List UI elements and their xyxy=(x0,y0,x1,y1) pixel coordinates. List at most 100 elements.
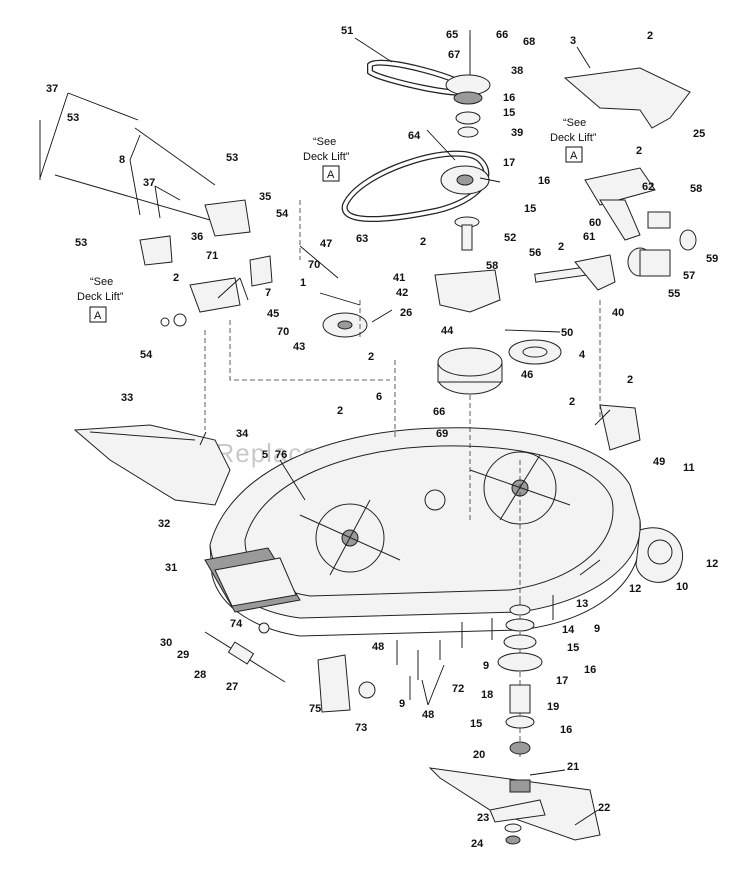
deck-bolts xyxy=(396,559,601,680)
idler-pulleys xyxy=(322,312,562,395)
svg-text:Deck Lift”: Deck Lift” xyxy=(550,132,597,144)
svg-text:Deck Lift”: Deck Lift” xyxy=(77,291,124,303)
callout-45: 45 xyxy=(267,308,279,320)
lower-spindle-stack xyxy=(497,604,543,755)
callout-leader-lines xyxy=(39,30,611,826)
callout-2: 2 xyxy=(420,236,426,248)
svg-text:“See: “See xyxy=(313,136,336,148)
callout-2: 2 xyxy=(627,374,633,386)
callout-53: 53 xyxy=(67,112,79,124)
callout-29: 29 xyxy=(177,649,189,661)
callout-8: 8 xyxy=(119,154,125,166)
callout-70: 70 xyxy=(308,259,320,271)
callout-63: 63 xyxy=(356,233,368,245)
mower-blade xyxy=(428,767,601,845)
callout-16: 16 xyxy=(503,92,515,104)
callout-15: 15 xyxy=(524,203,536,215)
callout-32: 32 xyxy=(158,518,170,530)
callout-18: 18 xyxy=(481,689,493,701)
callout-2: 2 xyxy=(647,30,653,42)
deck-adjustment-rod xyxy=(204,622,376,713)
belt-guard-3 xyxy=(563,67,691,129)
callout-11: 11 xyxy=(683,462,695,474)
callout-5: 5 xyxy=(262,449,268,461)
callout-17: 17 xyxy=(556,675,568,687)
callout-31: 31 xyxy=(165,562,177,574)
svg-text:“See: “See xyxy=(90,276,113,288)
callout-35: 35 xyxy=(259,191,271,203)
callout-14: 14 xyxy=(562,624,575,636)
callout-15: 15 xyxy=(470,718,482,730)
callout-53: 53 xyxy=(75,237,87,249)
callout-68: 68 xyxy=(523,36,535,48)
see-deck-lift-note-1: “See Deck Lift” A xyxy=(303,136,350,182)
callout-47: 47 xyxy=(320,238,332,250)
callout-48: 48 xyxy=(372,641,384,653)
svg-text:A: A xyxy=(94,310,102,322)
callout-61: 61 xyxy=(583,231,595,243)
svg-text:Deck Lift”: Deck Lift” xyxy=(303,151,350,163)
callout-54: 54 xyxy=(276,208,289,220)
callout-20: 20 xyxy=(473,749,485,761)
callout-64: 64 xyxy=(408,130,421,142)
callout-7: 7 xyxy=(265,287,271,299)
callout-70: 70 xyxy=(277,326,289,338)
callout-67: 67 xyxy=(448,49,460,61)
callout-37: 37 xyxy=(143,177,155,189)
callout-27: 27 xyxy=(226,681,238,693)
upper-pulley-stack xyxy=(440,35,491,251)
callout-66: 66 xyxy=(496,29,508,41)
part-callouts: 65 66 51 67 68 3 2 38 37 16 15 53 64 39 … xyxy=(46,25,718,850)
callout-2: 2 xyxy=(368,351,374,363)
callout-3: 3 xyxy=(570,35,576,47)
callout-65: 65 xyxy=(446,29,458,41)
callout-22: 22 xyxy=(598,802,610,814)
callout-58: 58 xyxy=(486,260,498,272)
callout-75: 75 xyxy=(309,703,321,715)
callout-62: 62 xyxy=(642,181,654,193)
callout-73: 73 xyxy=(355,722,367,734)
callout-50: 50 xyxy=(561,327,573,339)
callout-49: 49 xyxy=(653,456,665,468)
callout-36: 36 xyxy=(191,231,203,243)
svg-text:“See: “See xyxy=(563,117,586,129)
callout-1: 1 xyxy=(300,277,306,289)
callout-42: 42 xyxy=(396,287,408,299)
callout-9: 9 xyxy=(594,623,600,635)
deck-lift-arm-right xyxy=(584,167,656,206)
callout-54: 54 xyxy=(140,349,153,361)
callout-23: 23 xyxy=(477,812,489,824)
svg-text:A: A xyxy=(570,150,578,162)
ref-box-a xyxy=(565,146,583,163)
callout-9: 9 xyxy=(483,660,489,672)
callout-44: 44 xyxy=(441,325,454,337)
callout-28: 28 xyxy=(194,669,206,681)
callout-34: 34 xyxy=(236,428,249,440)
callout-17: 17 xyxy=(503,157,515,169)
callout-19: 19 xyxy=(547,701,559,713)
callout-16: 16 xyxy=(538,175,550,187)
callout-40: 40 xyxy=(612,307,624,319)
mower-deck-housing xyxy=(204,404,641,637)
callout-12: 12 xyxy=(629,583,641,595)
discharge-chute xyxy=(73,424,231,506)
callout-12: 12 xyxy=(706,558,718,570)
callout-51: 51 xyxy=(341,25,353,37)
callout-13: 13 xyxy=(576,598,588,610)
callout-66: 66 xyxy=(433,406,445,418)
callout-57: 57 xyxy=(683,270,695,282)
callout-26: 26 xyxy=(400,307,412,319)
callout-46: 46 xyxy=(521,369,533,381)
callout-33: 33 xyxy=(121,392,133,404)
callout-2: 2 xyxy=(569,396,575,408)
callout-15: 15 xyxy=(567,642,579,654)
see-deck-lift-note-3: “See Deck Lift” A xyxy=(77,276,124,323)
callout-59: 59 xyxy=(706,253,718,265)
lift-rod-assembly xyxy=(534,211,697,291)
callout-39: 39 xyxy=(511,127,523,139)
callout-16: 16 xyxy=(560,724,572,736)
callout-25: 25 xyxy=(693,128,705,140)
callout-30: 30 xyxy=(160,637,172,649)
callout-37: 37 xyxy=(46,83,58,95)
see-deck-lift-note-2: “See Deck Lift” A xyxy=(550,117,597,163)
